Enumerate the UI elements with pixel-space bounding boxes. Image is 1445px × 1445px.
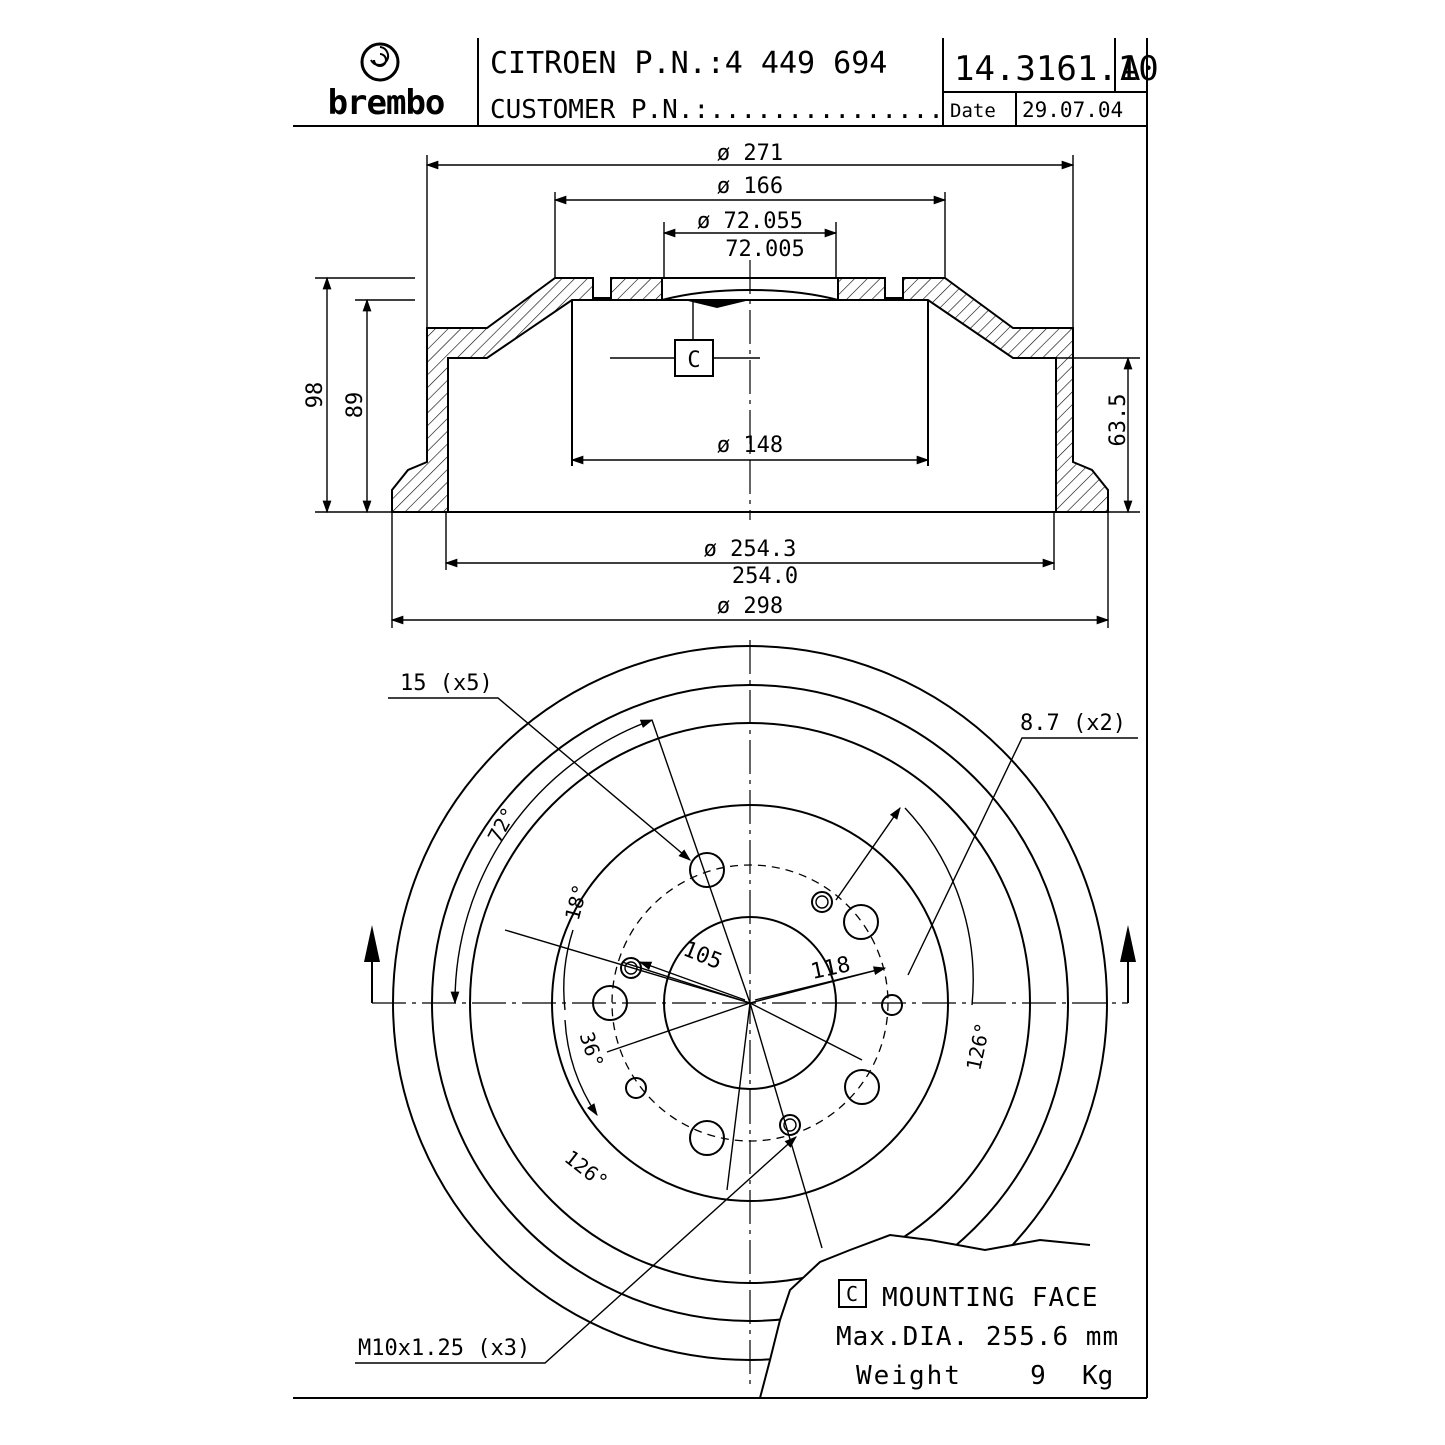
revision-letter: A	[1120, 49, 1140, 89]
callout-small-holes: 8.7 (x2)	[1020, 711, 1126, 736]
dim-dia-166: ø 166	[717, 174, 783, 199]
dim-dia-298: ø 298	[717, 594, 783, 619]
small-hole	[625, 1077, 647, 1099]
dim-bore-max: ø 72.055	[697, 209, 803, 234]
notes-block: C MOUNTING FACE Max.DIA. 255.6 mm Weight…	[836, 1279, 1119, 1391]
dim-dia-148: ø 148	[717, 433, 783, 458]
brembo-logo: brembo	[328, 42, 445, 123]
angle-72: 72°	[483, 803, 521, 846]
section-left-wall	[391, 277, 663, 513]
title-block: brembo CITROEN P.N.:4 449 694 CUSTOMER P…	[328, 38, 1159, 126]
threaded-hole	[811, 891, 833, 913]
weight-label: Weight	[856, 1361, 962, 1391]
weight-unit: Kg	[1082, 1361, 1113, 1391]
section-right-wall	[837, 277, 1109, 513]
dim-dia-254-min: 254.0	[732, 564, 798, 589]
break-line	[759, 1233, 1091, 1399]
callout-stud-holes: 15 (x5)	[400, 671, 493, 696]
drawing-frame	[293, 38, 1148, 1399]
small-hole	[881, 994, 903, 1016]
angle-36: 36°	[575, 1029, 609, 1071]
dim-bore-min: 72.005	[725, 237, 804, 262]
threaded-hole	[779, 1114, 801, 1136]
threaded-holes	[620, 891, 833, 1136]
datum-c-label: C	[687, 348, 700, 373]
section-arrow-left	[364, 925, 380, 962]
dim-height-89: 89	[343, 392, 368, 419]
brembo-part-number: 14.3161.10	[954, 49, 1159, 89]
dim-height-63: 63.5	[1106, 394, 1131, 447]
pcd-105-label: 105	[679, 937, 725, 975]
section-view: C ø 271 ø 166 ø 72.055 72.005 ø 148 ø 25…	[303, 141, 1140, 628]
datum-box-c: C	[846, 1282, 858, 1306]
weight-value: 9	[1030, 1361, 1046, 1391]
oem-part-number: CITROEN P.N.:4 449 694	[490, 46, 887, 81]
date-label: Date	[950, 100, 996, 122]
section-arrow-right	[1120, 925, 1136, 962]
angle-18: 18°	[560, 882, 593, 923]
callout-threads: M10x1.25 (x3)	[358, 1336, 530, 1361]
small-holes	[625, 994, 903, 1099]
pcd-118-label: 118	[809, 952, 853, 985]
front-view: 15 (x5) 8.7 (x2) M10x1.25 (x3) 105 118 7…	[355, 640, 1138, 1399]
dim-dia-271: ø 271	[717, 141, 783, 166]
stud-hole	[689, 852, 725, 888]
dim-dia-254-max: ø 254.3	[704, 537, 797, 562]
angle-126-left: 126°	[560, 1145, 613, 1194]
max-dia-note: Max.DIA. 255.6 mm	[836, 1322, 1119, 1352]
angle-126-right: 126°	[961, 1020, 994, 1072]
dim-height-98: 98	[303, 382, 328, 409]
mounting-face-note: MOUNTING FACE	[882, 1283, 1099, 1313]
stud-hole	[689, 1120, 725, 1156]
stud-hole	[844, 1069, 880, 1105]
date-value: 29.07.04	[1022, 98, 1123, 122]
brand-wordmark: brembo	[328, 83, 445, 123]
stud-hole	[843, 904, 879, 940]
customer-part-number: CUSTOMER P.N.:...............	[490, 95, 944, 125]
